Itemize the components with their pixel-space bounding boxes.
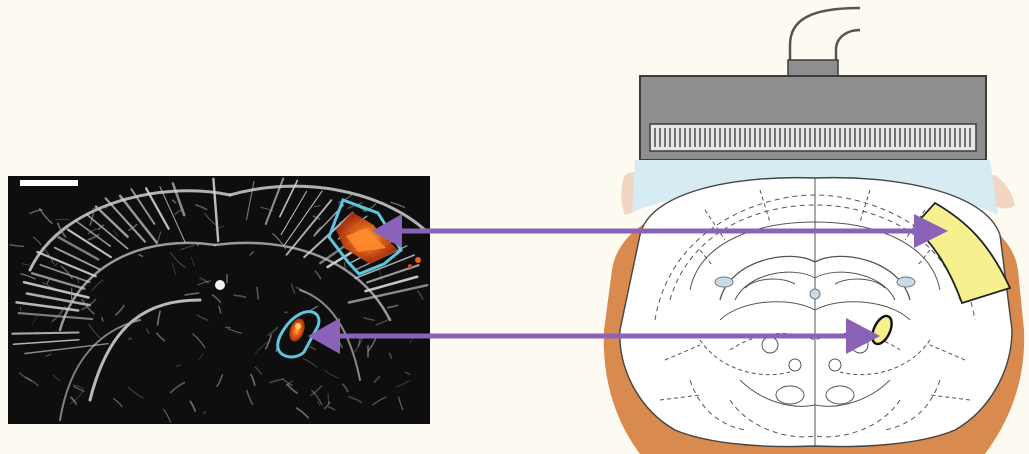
probe-connector [788,60,838,76]
vessel-highlight [215,280,225,290]
probe-cable [790,8,860,62]
ultrasound-probe-icon [640,76,986,160]
scale-bar [20,180,78,186]
doppler-image [8,176,430,424]
